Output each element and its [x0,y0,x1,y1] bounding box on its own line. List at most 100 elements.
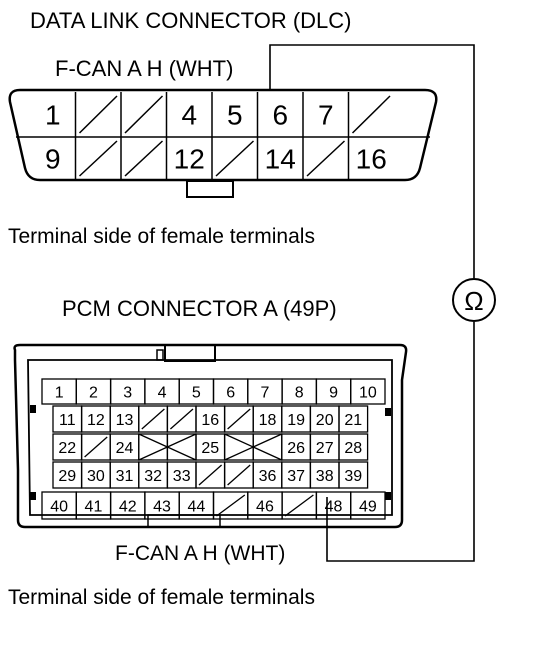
pcm-empty-cavity [84,436,108,458]
dlc-terminal-label: 5 [227,100,243,131]
dlc-key [186,180,234,198]
pcm-terminal-label: 37 [287,468,305,485]
pcm-lead-wire [326,322,475,562]
dlc-wire-label: F-CAN A H (WHT) [55,56,233,81]
pcm-terminal-label: 2 [89,385,98,402]
pcm-terminal-label: 26 [287,440,305,457]
dlc-empty-cavity [306,140,346,177]
pcm-terminal-label: 28 [344,440,362,457]
pcm-empty-cavity [284,494,314,517]
dlc-terminal-label: 7 [318,100,334,131]
pcm-terminal-label: 32 [144,468,162,485]
pcm-terminal-label: 30 [87,468,105,485]
pcm-empty-cavity [169,408,194,430]
pcm-left-peg-1 [30,405,36,413]
ohm-symbol: Ω [464,286,483,316]
pcm-terminal-label: 36 [259,468,277,485]
ohm-meter-icon [452,278,496,322]
pcm-latch-tab [156,349,164,361]
pcm-left-peg-2 [30,492,36,500]
dlc-caption: Terminal side of female terminals [8,225,315,248]
pcm-terminal-label: 43 [153,499,171,516]
pcm-terminal-label: 18 [259,412,277,429]
dlc-terminal-label: 1 [45,100,61,131]
pcm-cavity [223,433,254,461]
pcm-cavity [350,378,386,405]
dlc-empty-cavity [351,95,391,134]
pcm-terminal-label: 21 [344,412,362,429]
ohmmeter: Ω [452,278,496,322]
pcm-cavity [138,433,169,461]
pcm-terminal-label: 31 [116,468,134,485]
pcm-terminal-label: 48 [325,499,343,516]
dlc-terminal-label: 14 [265,144,296,175]
pcm-terminal-label: 16 [201,412,219,429]
dlc-lead-wire [269,44,475,278]
dlc-empty-cavity [124,140,164,177]
pcm-terminal-label: 38 [316,468,334,485]
pcm-right-peg-2 [385,492,391,500]
pcm-terminal-label: 1 [55,385,64,402]
pcm-terminal-label: 11 [59,412,76,429]
pcm-terminal-label: 29 [58,468,76,485]
pcm-terminal-label: 33 [173,468,191,485]
pcm-terminal-label: 6 [226,385,235,402]
pcm-terminal-label: 25 [201,440,219,457]
pcm-terminal-label: 22 [58,440,76,457]
pcm-terminal-label: 40 [50,499,68,516]
dlc-terminal-label: 9 [45,144,61,175]
dlc-terminal-label: 6 [272,100,288,131]
pcm-terminal-label: 24 [116,440,134,457]
pcm-wire-label: F-CAN A H (WHT) [115,542,285,565]
dlc-terminal-label: 4 [181,100,197,131]
pcm-empty-cavity [141,408,165,430]
dlc-title: DATA LINK CONNECTOR (DLC) [30,8,351,33]
pcm-terminal-label: 41 [85,499,103,516]
dlc-terminal-label: 12 [174,144,205,175]
dlc-empty-cavity [78,140,118,177]
pcm-empty-cavity [198,464,223,486]
pcm-cavity [350,491,386,520]
dlc-empty-cavity [215,140,255,177]
pcm-terminal-label: 46 [256,499,274,516]
pcm-terminal-label: 19 [287,412,305,429]
pcm-terminal-label: 42 [119,499,137,516]
pcm-terminal-label: 27 [316,440,334,457]
pcm-title: PCM CONNECTOR A (49P) [62,296,337,321]
pcm-terminal-label: 9 [329,385,338,402]
pcm-terminal-label: 13 [116,412,134,429]
pcm-cavity [338,461,369,489]
pcm-terminal-label: 5 [192,385,201,402]
pcm-terminal-label: 3 [123,385,132,402]
pcm-terminal-label: 12 [87,412,105,429]
dlc-outline [8,88,438,182]
pcm-empty-cavity [227,464,251,486]
pcm-empty-cavity [227,408,251,430]
dlc-terminal-label: 16 [356,144,387,175]
pcm-cavity [166,433,197,461]
pcm-cavity [338,405,369,433]
pcm-terminal-label: 49 [359,499,377,516]
pcm-terminal-label: 4 [158,385,167,402]
pcm-terminal-label: 20 [316,412,334,429]
dlc-empty-cavity [124,95,164,134]
pcm-empty-cavity [216,494,246,517]
pcm-key-bottom [147,514,221,528]
pcm-terminal-label: 39 [344,468,362,485]
pcm-caption: Terminal side of female terminals [8,586,315,609]
pcm-blocked-cavity-mark [224,433,283,461]
pcm-blocked-cavity-mark [138,433,197,461]
pcm-terminal-label: 44 [187,499,205,516]
test-lead [269,44,475,562]
pcm-inner-shell [27,359,393,516]
pcm-terminal-label: 8 [295,385,304,402]
pcm-latch [164,344,216,362]
pcm-right-peg-1 [385,408,391,416]
pcm-terminal-label: 7 [260,385,269,402]
dlc-empty-cavity [78,95,118,134]
pcm-cavity [252,433,283,461]
